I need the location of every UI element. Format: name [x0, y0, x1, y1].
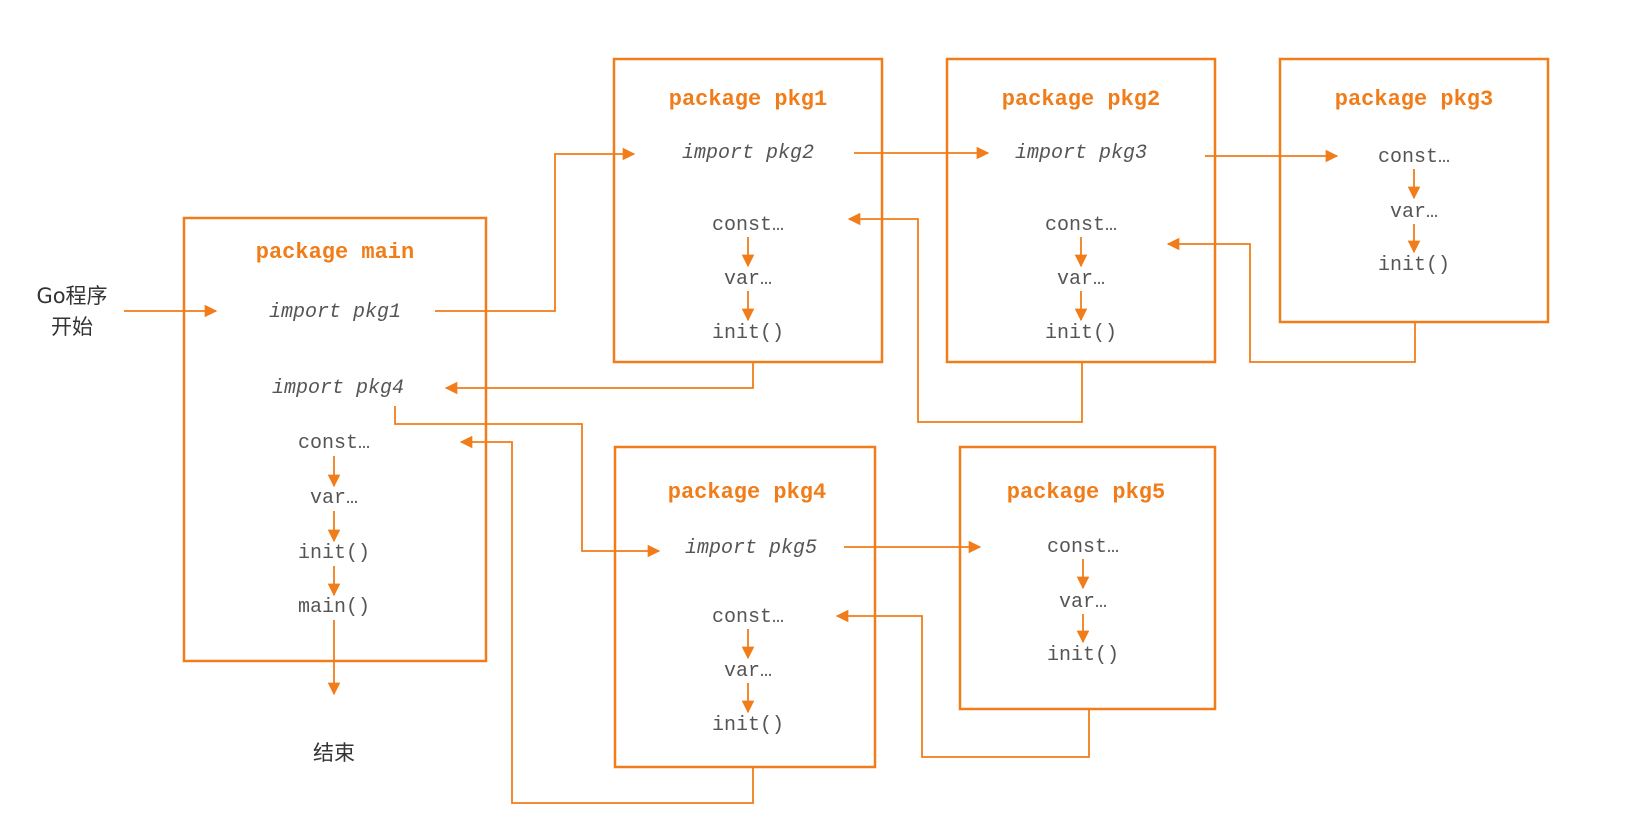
package-main-box [182, 216, 488, 663]
pkg5-init: init() [1047, 644, 1119, 667]
package-pkg3-title: package pkg3 [1335, 87, 1493, 112]
main-init: init() [298, 542, 370, 565]
main-main-func: main() [298, 596, 370, 619]
pkg1-init: init() [712, 322, 784, 345]
start-label-line-1: Go程序 [36, 284, 107, 308]
pkg1-import-pkg2: import pkg2 [682, 142, 814, 165]
pkg1-var: var… [724, 268, 772, 291]
pkg4-const: const… [712, 606, 784, 629]
package-pkg2-title: package pkg2 [1002, 87, 1160, 112]
main-var: var… [310, 487, 358, 510]
pkg2-import-pkg3: import pkg3 [1015, 142, 1147, 165]
package-pkg5-title: package pkg5 [1007, 480, 1165, 505]
pkg2-const: const… [1045, 214, 1117, 237]
pkg2-init: init() [1045, 322, 1117, 345]
package-main-title: package main [256, 240, 414, 265]
package-pkg2-box [945, 57, 1217, 364]
pkg5-var: var… [1059, 591, 1107, 614]
pkg5-const: const… [1047, 536, 1119, 559]
pkg1-return-to-main-arrow [444, 362, 754, 395]
pkg3-var: var… [1390, 201, 1438, 224]
package-pkg4-title: package pkg4 [668, 480, 826, 505]
package-pkg3-box [1278, 57, 1550, 324]
pkg3-const: const… [1378, 146, 1450, 169]
package-pkg5-box [958, 445, 1217, 711]
package-pkg4-box [613, 445, 877, 769]
pkg4-var: var… [724, 660, 772, 683]
package-pkg1-title: package pkg1 [669, 87, 827, 112]
pkg5-return-to-pkg4-arrow [835, 609, 1090, 758]
package-pkg1-box [612, 57, 884, 364]
pkg4-import-pkg5: import pkg5 [685, 537, 817, 560]
main-to-pkg4-import-arrow [394, 406, 661, 558]
pkg3-return-to-pkg2-arrow [1166, 237, 1416, 363]
pkg2-var: var… [1057, 268, 1105, 291]
pkg3-init: init() [1378, 254, 1450, 277]
end-label: 结束 [313, 741, 355, 765]
pkg4-return-to-main-arrow [459, 435, 754, 804]
pkg2-return-to-pkg1-arrow [847, 212, 1083, 423]
pkg1-const: const… [712, 214, 784, 237]
main-const: const… [298, 432, 370, 455]
main-import-pkg1: import pkg1 [269, 301, 401, 324]
main-import-pkg4: import pkg4 [272, 377, 404, 400]
pkg4-init: init() [712, 714, 784, 737]
main-to-pkg1-import-arrow [435, 147, 636, 312]
start-label-line-2: 开始 [51, 315, 93, 339]
